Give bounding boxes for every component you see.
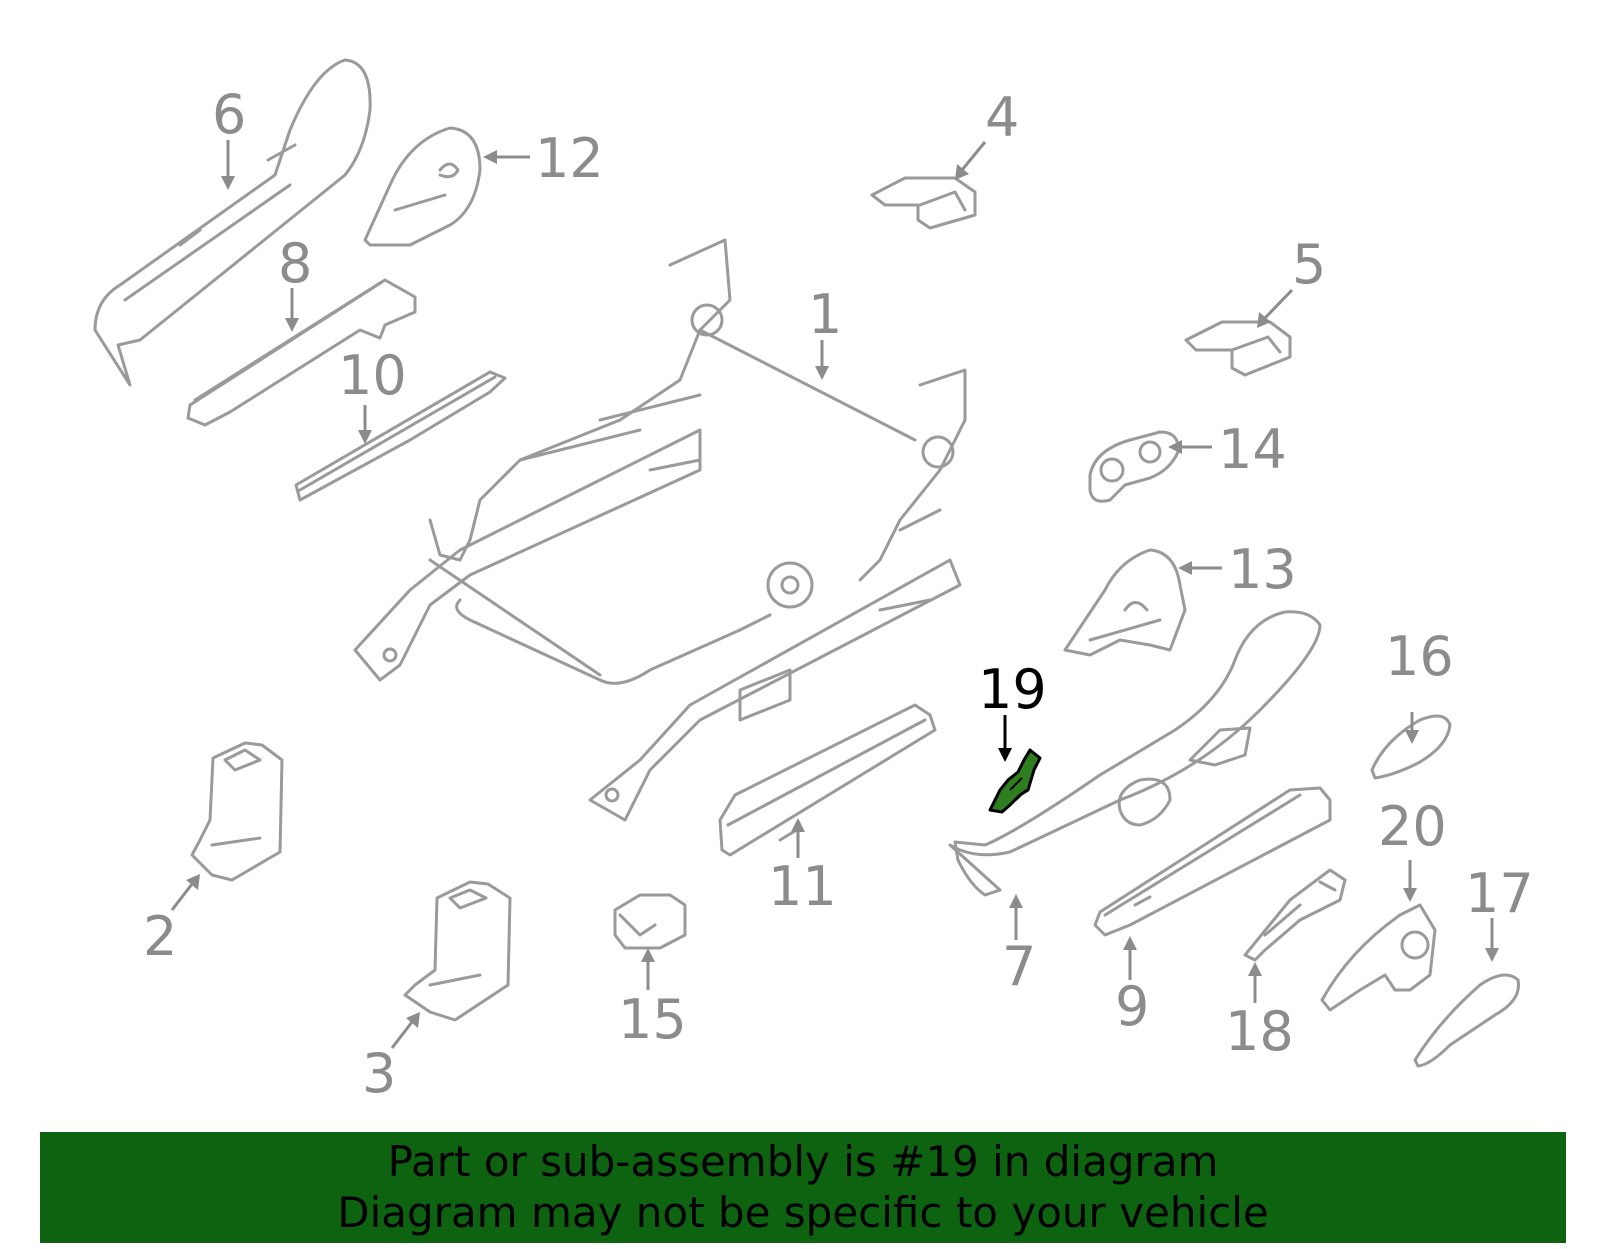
callout-20: 20 <box>1378 795 1447 858</box>
callout-7: 7 <box>1002 935 1036 998</box>
part-16-outline <box>1370 714 1452 780</box>
part-15-outline <box>613 893 687 950</box>
callout-5: 5 <box>1292 233 1326 296</box>
part-20-outline <box>1320 903 1437 1012</box>
callout-19: 19 <box>978 658 1047 721</box>
banner-line-2: Diagram may not be specific to your vehi… <box>337 1188 1269 1237</box>
part-7-outline <box>948 610 1322 897</box>
callout-2: 2 <box>143 905 177 968</box>
part-8-outline <box>186 278 417 427</box>
callout-4: 4 <box>985 86 1019 149</box>
callout-18: 18 <box>1225 1000 1294 1063</box>
callout-8: 8 <box>278 232 312 295</box>
callout-17: 17 <box>1465 862 1534 925</box>
part-2-outline <box>190 741 284 882</box>
callout-11: 11 <box>768 855 837 918</box>
callout-3: 3 <box>362 1042 396 1105</box>
callout-arrows <box>170 140 1499 1049</box>
callout-15: 15 <box>618 988 687 1051</box>
part-18-outline <box>1243 868 1347 962</box>
part-19-highlighted <box>988 748 1042 814</box>
part-12-outline <box>363 126 482 247</box>
callout-6: 6 <box>212 83 246 146</box>
part-9-outline <box>1093 786 1332 937</box>
callout-13: 13 <box>1228 538 1297 601</box>
callout-12: 12 <box>535 127 604 190</box>
callout-16: 16 <box>1385 625 1454 688</box>
part-10-outline <box>294 370 507 502</box>
callout-14: 14 <box>1218 418 1287 481</box>
part-5-outline <box>1184 320 1292 377</box>
part-4-outline <box>870 176 977 230</box>
callout-10: 10 <box>338 344 407 407</box>
part-13-outline <box>1063 548 1187 657</box>
part-3-outline <box>403 880 512 1022</box>
part-1-outline <box>353 238 967 822</box>
info-banner: Part or sub-assembly is #19 in diagram D… <box>40 1132 1566 1243</box>
banner-line-1: Part or sub-assembly is #19 in diagram <box>387 1137 1219 1186</box>
part-14-outline <box>1088 430 1180 503</box>
callout-9: 9 <box>1115 975 1149 1038</box>
part-11-outline <box>718 703 937 857</box>
callout-1: 1 <box>808 283 842 346</box>
part-6-outline <box>93 58 372 387</box>
part-17-outline <box>1413 973 1521 1068</box>
